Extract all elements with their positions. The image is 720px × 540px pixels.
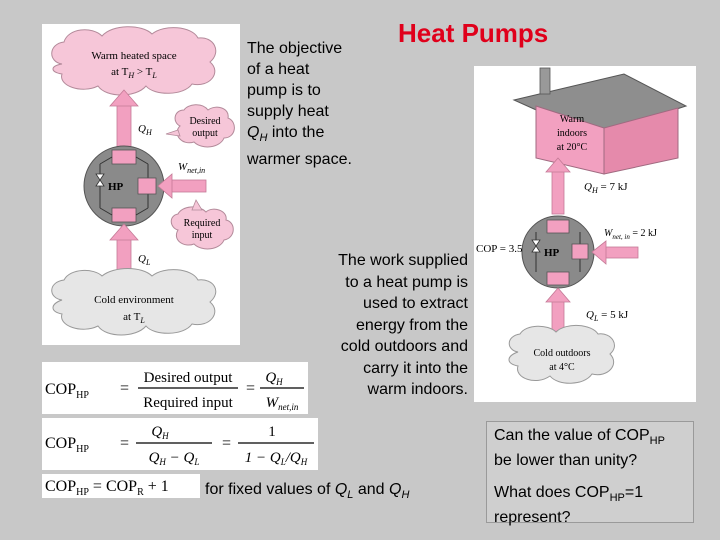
eq2-equals-1: = (120, 435, 129, 452)
wnet-arrow (157, 173, 207, 199)
fixed-sub-l: L (347, 489, 354, 502)
right-hp-label: HP (544, 247, 560, 259)
ql-value-label: QL = 5 kJ (586, 309, 629, 323)
warm-space-cloud: Warm heated space at TH > TL (51, 26, 217, 96)
objective-text: The objective of a heat pump is to suppl… (247, 38, 379, 170)
cold-line-2: at TL (123, 311, 145, 325)
eq1-equals-1: = (120, 380, 129, 397)
fixed-and: and (353, 481, 390, 498)
cold-outdoors-cloud: Cold outdoors at 4°C (508, 325, 615, 384)
fixed-q2: Q (389, 481, 402, 498)
ql-label: QL (138, 253, 151, 267)
wnet-arrow (591, 240, 639, 265)
cold-outdoors-line-1: Cold outdoors (534, 348, 591, 359)
eq1-equals-2: = (246, 380, 255, 397)
wnet-label: Wnet,in (178, 161, 205, 175)
objective-line-5-text: into the (271, 124, 325, 141)
question-1-pre: Can the value of COP (494, 427, 650, 444)
question-2-sub: HP (609, 492, 625, 505)
question-2: What does COPHP=1 represent? (494, 483, 686, 528)
objective-line-1: The objective (247, 40, 343, 57)
work-line-3: used to extract (363, 295, 468, 312)
objective-line-3: pump is to (247, 82, 321, 99)
warm-indoors-line-1: Warm (560, 114, 584, 125)
wnet-value-label: Wnet, in = 2 kJ (604, 228, 657, 241)
page-title: Heat Pumps (398, 18, 549, 48)
cold-line-1: Cold environment (94, 294, 174, 306)
desired-output-cloud: Desired output (165, 104, 235, 148)
qh-label: QH (138, 123, 153, 137)
warm-indoors-line-3: at 20°C (557, 142, 588, 153)
eq1-denominator-wnet: Wnet,in (266, 395, 299, 412)
warm-space-line-2: at TH > TL (111, 66, 157, 80)
fixed-sub-h: H (401, 489, 410, 502)
objective-line-4: supply heat (247, 103, 329, 120)
objective-line-2: of a heat (247, 61, 310, 78)
left-hp-label: HP (108, 181, 124, 193)
required-line-1: Required (184, 218, 221, 229)
fixed-q1: Q (334, 481, 348, 498)
eq2-lhs: COPHP (45, 435, 89, 455)
required-line-2: input (192, 230, 213, 241)
objective-line-6: warmer space. (247, 151, 352, 169)
objective-line-5: QH into the (247, 122, 379, 149)
eq2-numerator-qh: QH (151, 424, 169, 441)
heat-pump-schematic: Warm heated space at TH > TL QH Desired … (42, 24, 240, 345)
cold-outdoors-line-2: at 4°C (549, 362, 575, 373)
work-supplied-text: The work supplied to a heat pump is used… (312, 250, 468, 401)
required-input-cloud: Required input (170, 199, 234, 250)
question-1-sub: HP (649, 435, 665, 448)
heat-pump-example: Warm indoors at 20°C QH = 7 kJ HP COP = … (474, 66, 696, 402)
equation-cop-relation: COPHP = COPR + 1 (42, 474, 200, 498)
cop-value-label: COP = 3.5 (476, 243, 523, 255)
work-line-7: warm indoors. (367, 381, 468, 398)
fixed-pre: for fixed values of (205, 481, 335, 498)
question-2-pre: What does COP (494, 484, 610, 502)
house-icon: Warm indoors at 20°C (512, 67, 688, 175)
cold-environment-cloud: Cold environment at TL (51, 268, 217, 336)
eq2-equals-2: = (222, 435, 231, 452)
questions-box: Can the value of COPHP be lower than uni… (486, 421, 694, 526)
qh-arrow (545, 157, 571, 215)
work-line-4: energy from the (355, 316, 468, 334)
desired-line-1: Desired (189, 116, 220, 127)
qh-arrow (109, 89, 139, 155)
work-line-2: to a heat pump is (345, 273, 468, 291)
eq2-denominator-ratio: 1 − QL/QH (245, 450, 308, 467)
eq1-numerator-qh: QH (265, 370, 283, 387)
eq1-denominator-text: Required input (143, 395, 233, 411)
warm-indoors-line-2: indoors (557, 128, 587, 139)
equation-cop-heat: COPHP = QH QH − QL = 1 1 − QL/QH (42, 418, 318, 470)
eq2-denominator: QH − QL (149, 450, 200, 467)
warm-space-line-1: Warm heated space (91, 50, 176, 62)
eq1-lhs: COPHP (45, 381, 89, 401)
eq3-text: COPHP = COPR + 1 (45, 478, 169, 498)
desired-line-2: output (192, 128, 218, 139)
fixed-values-note: for fixed values of QL and QH (205, 481, 409, 501)
work-line-1: The work supplied (338, 252, 468, 269)
heat-pump-device: HP (521, 215, 595, 289)
work-line-5: cold outdoors and (340, 338, 468, 355)
eq1-numerator-text: Desired output (144, 370, 234, 386)
objective-qh: Q (247, 124, 260, 141)
question-1-post: be lower than unity? (494, 452, 638, 470)
eq2-numerator-one: 1 (268, 424, 276, 440)
qh-value-label: QH = 7 kJ (584, 181, 628, 195)
objective-qh-sub: H (259, 132, 268, 145)
heat-pump-device: HP (83, 145, 165, 227)
question-1: Can the value of COPHP be lower than uni… (494, 426, 686, 471)
work-line-6: carry it into the (363, 359, 468, 377)
equation-cop-definition: COPHP = Desired output Required input = … (42, 362, 308, 414)
question-2-post: =1 represent? (494, 484, 644, 527)
